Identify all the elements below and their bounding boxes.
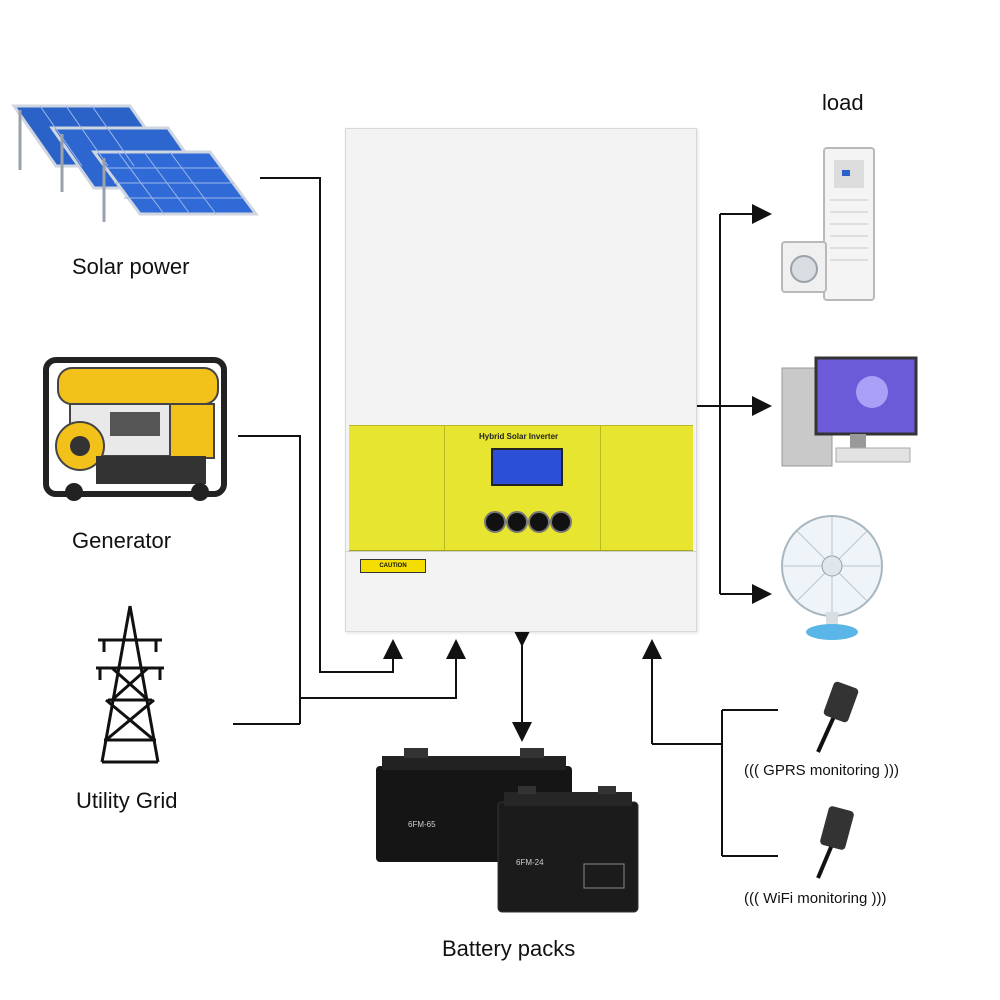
wifi-text: WiFi monitoring <box>763 890 868 907</box>
gprs-dongle-icon <box>816 681 859 753</box>
panel-divider-right <box>600 426 601 550</box>
hybrid-inverter: Hybrid Solar Inverter CAUTION <box>345 128 697 632</box>
wifi-dongle-icon <box>816 806 854 879</box>
solar-panels-icon <box>11 104 259 222</box>
fan-icon <box>781 515 883 640</box>
load-label: load <box>822 90 864 115</box>
utility-tower-icon <box>96 605 164 764</box>
washing-machine-icon <box>781 241 827 293</box>
ac-input-wire <box>300 639 466 699</box>
inverter-lcd-screen <box>491 448 563 486</box>
air-conditioner-icon <box>823 147 875 301</box>
computer-icon <box>781 356 918 467</box>
gprs-text: GPRS monitoring <box>763 762 880 779</box>
caution-sticker: CAUTION <box>360 559 426 573</box>
inverter-name: Hybrid Solar Inverter <box>479 432 559 441</box>
wifi-label: ((( WiFi monitoring ))) <box>744 890 887 907</box>
battery-label: Battery packs <box>442 936 576 961</box>
solar-wire <box>260 177 403 673</box>
battery-small-model: 6FM-24 <box>516 858 544 867</box>
inverter-base-line <box>346 551 696 552</box>
inverter-button-4[interactable] <box>550 511 572 533</box>
generator-icon <box>43 357 227 501</box>
inverter-control-panel: Hybrid Solar Inverter <box>349 425 693 552</box>
battery-small-icon <box>497 786 639 913</box>
panel-divider-left <box>444 426 445 550</box>
gprs-label: ((( GPRS monitoring ))) <box>744 762 900 779</box>
grid-label: Utility Grid <box>76 788 178 813</box>
battery-large-model: 6FM-65 <box>408 820 436 829</box>
inverter-button-2[interactable] <box>506 511 528 533</box>
generator-label: Generator <box>72 528 172 553</box>
solar-label: Solar power <box>72 254 190 279</box>
inverter-button-3[interactable] <box>528 511 550 533</box>
generator-wire <box>238 435 301 724</box>
inverter-button-1[interactable] <box>484 511 506 533</box>
